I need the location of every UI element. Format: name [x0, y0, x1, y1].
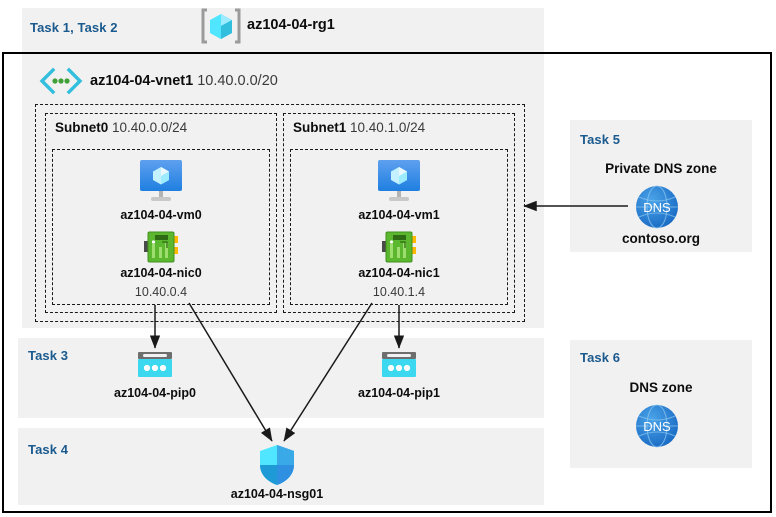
network-security-group-icon — [257, 443, 297, 487]
private-dns-zone-name: contoso.org — [622, 231, 700, 246]
panel-task5 — [570, 120, 752, 252]
svg-text:DNS: DNS — [643, 419, 671, 434]
dns-zone-icon: DNS — [633, 183, 681, 231]
virtual-machine-icon — [133, 158, 189, 206]
nic1-ip: 10.40.1.4 — [372, 285, 426, 299]
dns-zone-title: DNS zone — [629, 380, 693, 395]
panel-task6 — [570, 340, 752, 468]
task-label-6: Task 6 — [580, 350, 621, 365]
virtual-network-icon — [38, 67, 84, 95]
subnet1-name: Subnet1 — [293, 120, 347, 135]
subnet0-boundary — [45, 113, 277, 313]
network-interface-icon — [381, 230, 417, 264]
subnet1-inner-boundary — [290, 149, 508, 305]
task-label-1-2: Task 1, Task 2 — [30, 20, 118, 35]
vnet-name: az104-04-vnet1 — [90, 73, 194, 89]
dns-zone-icon: DNS — [633, 402, 681, 450]
nic0-label: az104-04-nic0 — [120, 266, 202, 280]
task-label-5: Task 5 — [580, 132, 621, 147]
nsg-label: az104-04-nsg01 — [230, 487, 324, 501]
vm0-label: az104-04-vm0 — [120, 208, 202, 222]
resource-group-name: az104-04-rg1 — [247, 17, 335, 33]
nic0-ip: 10.40.0.4 — [134, 285, 188, 299]
private-dns-zone-title: Private DNS zone — [605, 161, 717, 176]
resource-group-icon — [200, 7, 242, 45]
svg-text:DNS: DNS — [643, 200, 671, 215]
pip0-label: az104-04-pip0 — [114, 386, 196, 400]
virtual-machine-icon — [371, 158, 427, 206]
vm1-label: az104-04-vm1 — [358, 208, 440, 222]
subnet1-title: Subnet1 10.40.1.0/24 — [293, 120, 425, 135]
network-interface-icon — [143, 230, 179, 264]
vnet-address-space: 10.40.0.0/20 — [197, 73, 278, 89]
subnet0-name: Subnet0 — [55, 120, 109, 135]
vnet-title: az104-04-vnet1 10.40.0.0/20 — [90, 73, 278, 89]
subnet0-prefix: 10.40.0.0/24 — [112, 120, 188, 135]
nic1-label: az104-04-nic1 — [358, 266, 440, 280]
vnet-boundary — [35, 104, 525, 322]
task-label-4: Task 4 — [28, 442, 69, 457]
public-ip-address-icon — [378, 350, 420, 382]
pip1-label: az104-04-pip1 — [358, 386, 440, 400]
subnet0-title: Subnet0 10.40.0.0/24 — [55, 120, 187, 135]
subnet1-prefix: 10.40.1.0/24 — [350, 120, 426, 135]
panel-task3 — [18, 338, 544, 418]
public-ip-address-icon — [134, 350, 176, 382]
task-label-3: Task 3 — [28, 348, 69, 363]
subnet0-inner-boundary — [52, 149, 270, 305]
diagram-outer-frame — [2, 52, 772, 513]
